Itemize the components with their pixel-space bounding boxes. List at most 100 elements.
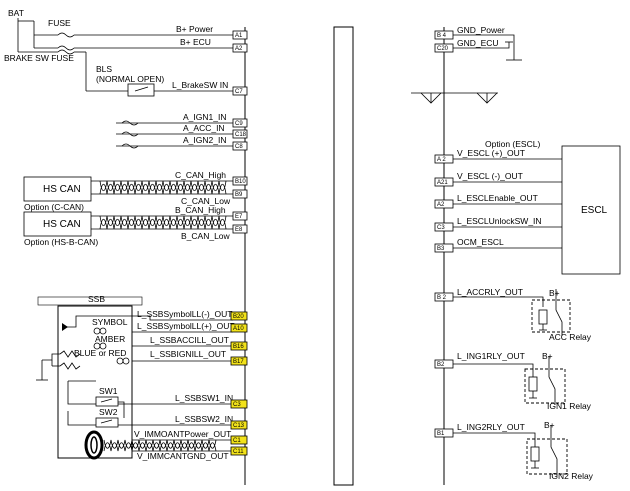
- pin-b10: [232, 176, 248, 186]
- acc-bplus-label: B+: [549, 288, 560, 298]
- b-ecu-label: B+ ECU: [180, 37, 211, 47]
- immo-twisted-pair: [103, 439, 217, 452]
- v-escl-p-label: V_ESCL (+)_OUT: [457, 148, 525, 158]
- b-can-twisted-pair: [91, 215, 233, 230]
- ign2-relay-label: IGN2 Relay: [549, 471, 594, 481]
- pin-c13-label: C13: [233, 423, 245, 429]
- pin-b2b-label: B2: [437, 362, 445, 368]
- fuse-icon: [57, 45, 75, 51]
- pin-b20: [230, 311, 248, 321]
- ssb-title: SSB: [88, 294, 105, 304]
- sw1-in-label: L_SSBSW1_IN: [175, 393, 233, 403]
- ant-pwr-label: V_IMMOANTPower_OUT: [134, 429, 231, 439]
- b-power-label: B+ Power: [176, 24, 213, 34]
- pin-c9-label: C9: [235, 121, 243, 127]
- ing2-wire: [453, 432, 536, 447]
- accrly-wire: [453, 296, 544, 307]
- bls-label: BLS: [96, 64, 112, 74]
- symbol-label: SYMBOL: [92, 317, 128, 327]
- pin-c20-label: C20: [437, 46, 449, 52]
- relay-coil-icon: [530, 446, 540, 462]
- brakesw-label: L_BrakeSW IN: [172, 80, 228, 90]
- relay-contact-icon: [555, 289, 563, 336]
- right-connector: B 4 C20 A 2 A21 A2 C3 B3 B 2 B2 B1: [434, 30, 454, 438]
- pin-a10: [230, 323, 248, 333]
- gnd-power-wire: [453, 34, 515, 60]
- relay-coil-icon: [538, 309, 548, 325]
- sw-link-wire: [118, 401, 125, 418]
- pin-b17-label: B17: [233, 359, 244, 365]
- ign2-label: A_IGN2_IN: [183, 135, 226, 145]
- pin-c3-r-label: C3: [437, 225, 445, 231]
- pin-a22-label: A2: [437, 202, 445, 208]
- v-escl-m-label: V_ESCL (-)_OUT: [457, 171, 523, 181]
- sw2-in-label: L_SSBSW2_IN: [175, 414, 233, 424]
- relay-contact-icon: [548, 356, 556, 405]
- fuse-icon: [57, 49, 75, 55]
- accill-label: L_SSBACCILL_OUT: [150, 335, 229, 345]
- ign1-label: A_IGN1_IN: [183, 112, 226, 122]
- pin-c1-label: C1: [233, 438, 241, 444]
- c-can-twisted-pair: [91, 180, 233, 195]
- led-icon: [122, 357, 130, 365]
- escl-unlock-label: L_ESCLUnlockSW_IN: [457, 216, 542, 226]
- pin-b17: [230, 356, 248, 366]
- fuse-label: FUSE: [48, 18, 71, 28]
- pin-c3-label: C3: [233, 402, 241, 408]
- fuse-icon: [121, 120, 139, 126]
- pin-b3-label: B3: [437, 246, 445, 252]
- pin-b4-label: B 4: [437, 33, 447, 39]
- pin-e7: [232, 211, 248, 221]
- amber-label: AMBER: [95, 334, 125, 344]
- bls-type-label: (NORMAL OPEN): [96, 74, 164, 84]
- ign2-relay-frame: [526, 438, 568, 475]
- pin-a1: [232, 30, 248, 40]
- fuse-icon: [121, 131, 139, 137]
- pin-a2: [232, 43, 248, 53]
- switch-icon: [100, 419, 113, 424]
- hs-can-box-c: [23, 176, 92, 202]
- pin-b20-label: B20: [233, 314, 244, 320]
- resistor-icon: [59, 350, 81, 358]
- sw1-switch: [95, 396, 119, 407]
- ssb-ground-wire: [42, 353, 60, 361]
- pin-c3: [230, 399, 248, 409]
- opt-hsb-can-label: Option (HS-B-CAN): [24, 237, 98, 247]
- ing1-wire: [453, 363, 534, 377]
- pin-b16: [230, 341, 248, 351]
- ign1-bplus-label: B+: [542, 351, 553, 361]
- pin-e8: [232, 224, 248, 234]
- ssb-shield-frame: [37, 296, 143, 306]
- sw2-switch: [95, 417, 119, 428]
- pin-e8-label: E8: [235, 227, 243, 233]
- pin-c18-label: C18: [235, 132, 247, 138]
- pin-c11: [230, 446, 248, 456]
- hs-can-hsb-label: HS CAN: [43, 219, 81, 230]
- immo-antenna-coil-icon: [84, 430, 104, 460]
- immo-antenna-core: [90, 436, 98, 454]
- left-connector: A1 A2 C7 C9 C18 C8 B10 B9 E7 E8 B20 A10 …: [230, 30, 248, 456]
- symbol-led-wire: [62, 315, 132, 328]
- acc-relay-label: ACC Relay: [549, 332, 592, 342]
- ignill-label: L_SSBIGNILL_OUT: [150, 349, 226, 359]
- pin-c11-label: C11: [233, 449, 244, 455]
- ocm-escl-label: OCM_ESCL: [457, 237, 504, 247]
- pin-b16-label: B16: [233, 344, 244, 350]
- bat-label: BAT: [8, 8, 24, 18]
- hs-can-box-hsb: [23, 211, 92, 237]
- acc-relay-frame: [531, 299, 571, 333]
- led-icon: [99, 342, 107, 350]
- pin-a2-label: A2: [235, 46, 243, 52]
- brake-sw-fuse-label: BRAKE SW FUSE: [4, 53, 74, 63]
- pin-c18: [232, 129, 248, 139]
- ign1-relay-frame: [524, 368, 566, 404]
- c-can-high-label: C_CAN_High: [175, 170, 226, 180]
- gnd-ecu-wire: [453, 42, 510, 49]
- accrly-label: L_ACCRLY_OUT: [457, 287, 523, 297]
- antenna-icon: [411, 92, 498, 104]
- sw1-label: SW1: [99, 386, 118, 396]
- ign2-bplus-label: B+: [544, 420, 555, 430]
- ign-inputs: [116, 120, 233, 149]
- pin-e7-label: E7: [235, 214, 243, 220]
